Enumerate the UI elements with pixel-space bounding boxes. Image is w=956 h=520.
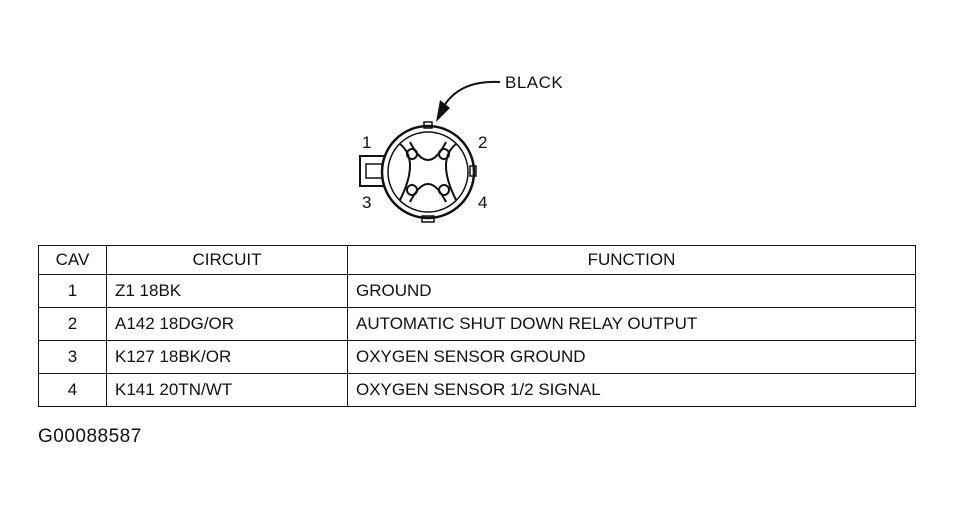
table-header-row: CAV CIRCUIT FUNCTION (38, 245, 916, 275)
header-cav: CAV (38, 245, 107, 275)
table-row: 3 K127 18BK/OR OXYGEN SENSOR GROUND (38, 340, 916, 374)
cell-cav: 2 (38, 307, 107, 341)
cell-circuit: Z1 18BK (106, 274, 348, 308)
cell-function: OXYGEN SENSOR 1/2 SIGNAL (347, 373, 916, 407)
cell-circuit: K127 18BK/OR (106, 340, 348, 374)
cell-circuit: K141 20TN/WT (106, 373, 348, 407)
arrow-head (436, 100, 450, 122)
connector-color-label: BLACK (505, 73, 564, 92)
cavity-2 (438, 148, 450, 160)
cavity-3 (406, 184, 418, 196)
pin-label-1: 1 (362, 133, 372, 152)
locking-tab (359, 155, 385, 187)
table-row: 1 Z1 18BK GROUND (38, 274, 916, 308)
header-function: FUNCTION (347, 245, 916, 275)
pin-label-2: 2 (478, 133, 488, 152)
leader-line (443, 80, 501, 107)
cavity-4 (438, 184, 450, 196)
cell-function: GROUND (347, 274, 916, 308)
table-row: 2 A142 18DG/OR AUTOMATIC SHUT DOWN RELAY… (38, 307, 916, 341)
table-row: 4 K141 20TN/WT OXYGEN SENSOR 1/2 SIGNAL (38, 373, 916, 407)
pin-label-3: 3 (362, 193, 372, 212)
header-circuit: CIRCUIT (106, 245, 348, 275)
connector-body-inner (387, 131, 469, 213)
pin-label-4: 4 (478, 193, 488, 212)
cell-cav: 1 (38, 274, 107, 308)
connector-diagram (359, 80, 501, 223)
cell-function: OXYGEN SENSOR GROUND (347, 340, 916, 374)
cavity-divider (399, 141, 457, 203)
connector-body-outer (380, 124, 476, 220)
cell-function: AUTOMATIC SHUT DOWN RELAY OUTPUT (347, 307, 916, 341)
cell-cav: 3 (38, 340, 107, 374)
cell-cav: 4 (38, 373, 107, 407)
pinout-table: CAV CIRCUIT FUNCTION 1 Z1 18BK GROUND 2 … (38, 245, 916, 407)
figure-id: G00088587 (38, 426, 142, 447)
cavity-1 (406, 148, 418, 160)
cell-circuit: A142 18DG/OR (106, 307, 348, 341)
